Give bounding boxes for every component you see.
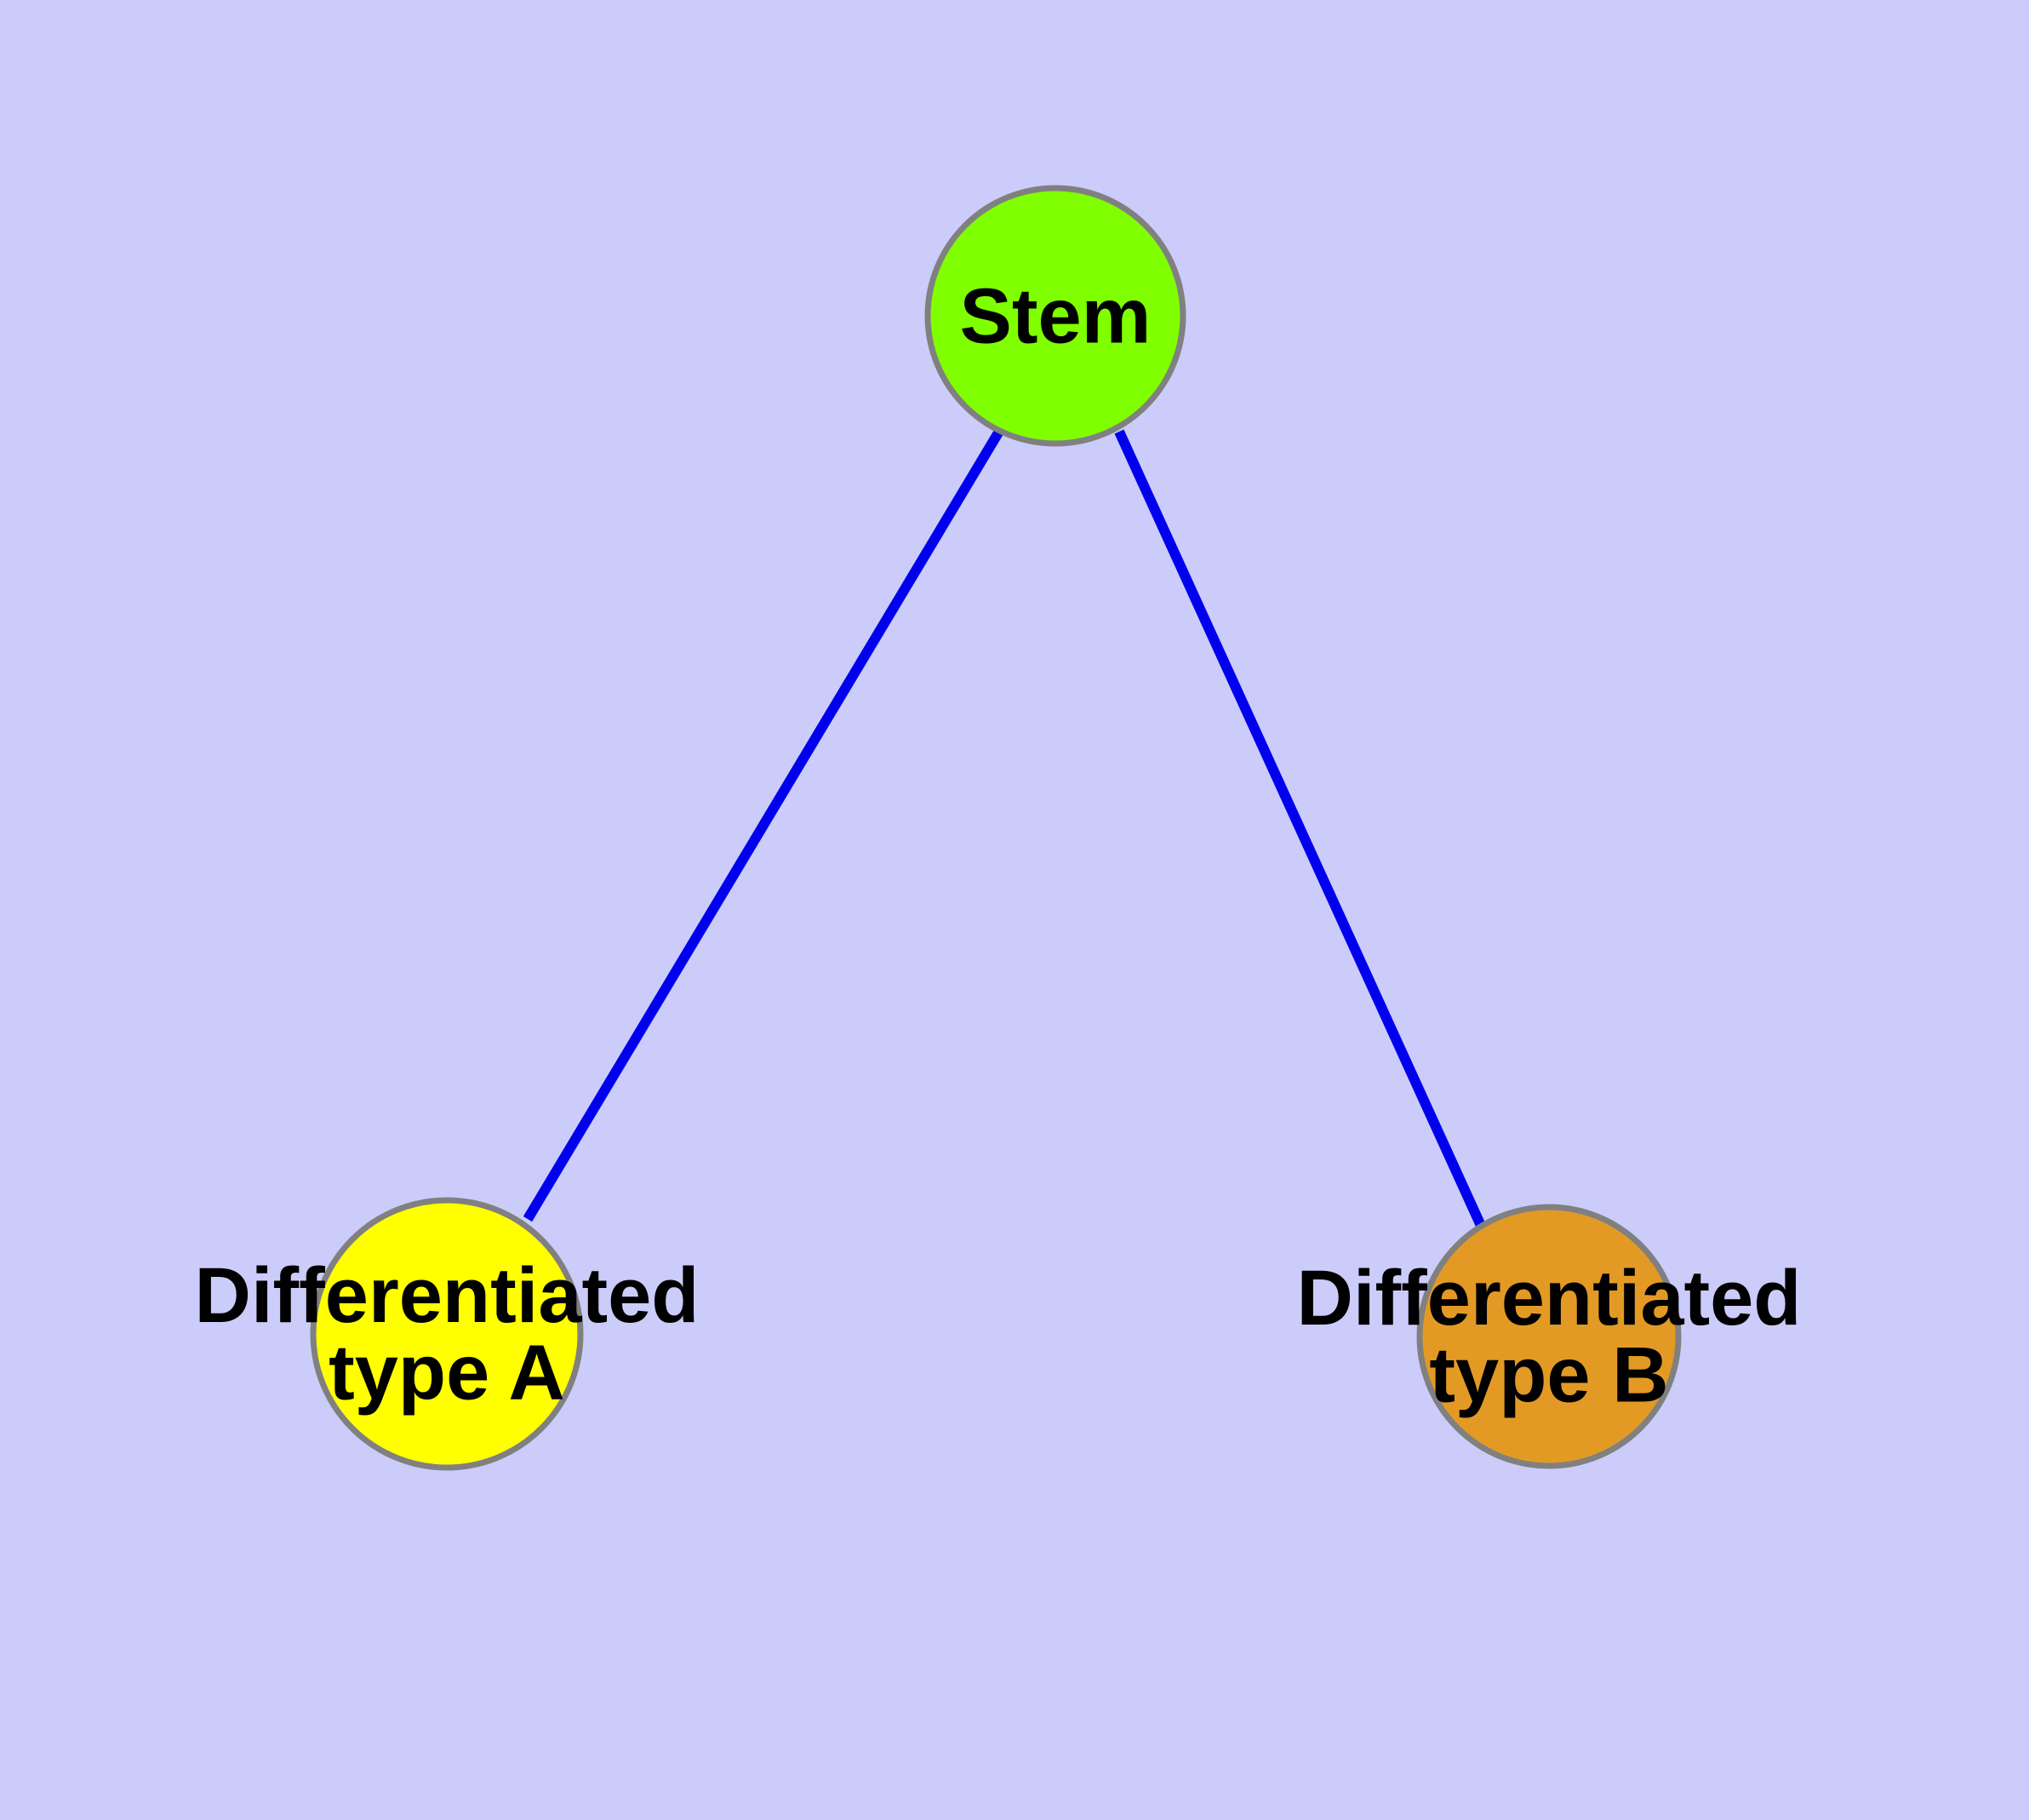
node-circle-diff_b[interactable] [1416, 1204, 1682, 1469]
node-label-stem: Stem [960, 272, 1152, 359]
node-circle-diff_a[interactable] [310, 1197, 584, 1471]
node-label-line: type B [1429, 1331, 1668, 1418]
node-label-line: Differentiated [195, 1252, 700, 1339]
nodes-group [310, 185, 1682, 1471]
node-label-line: Differentiated [1297, 1255, 1802, 1342]
node-label-line: Stem [960, 272, 1152, 359]
edge-stem-to-a [523, 426, 1005, 1222]
node-label-line: type A [329, 1329, 565, 1416]
edges-group [523, 426, 1487, 1230]
edge-stem-to-b [1114, 429, 1487, 1230]
node-circle-stem[interactable] [924, 185, 1186, 447]
